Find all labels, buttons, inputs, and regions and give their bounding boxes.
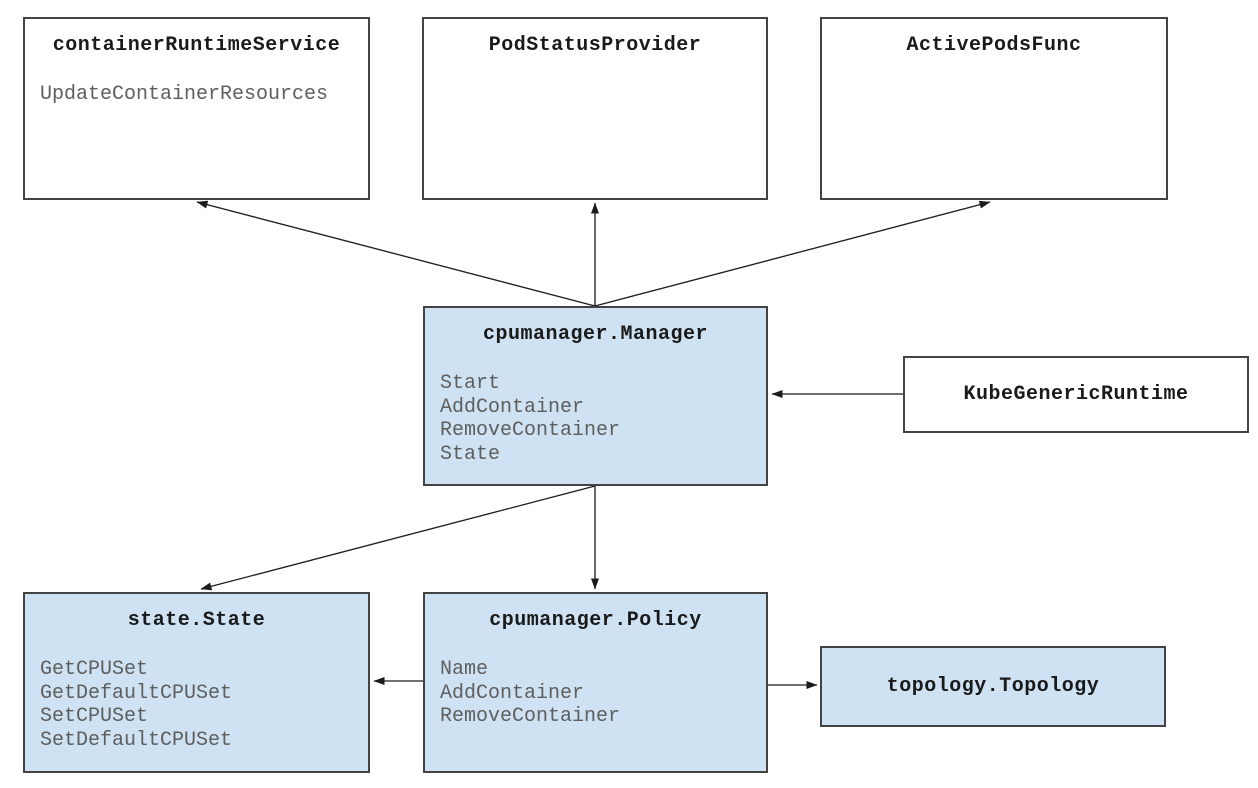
node-title: cpumanager.Policy [489, 609, 702, 632]
node-title: ActivePodsFunc [906, 34, 1082, 57]
method-label: AddContainer [440, 395, 585, 419]
node-kube-generic-runtime: KubeGenericRuntime [903, 356, 1249, 433]
node-title: state.State [127, 609, 266, 632]
node-methods: Name AddContainer RemoveContainer [425, 658, 766, 729]
method-label: SetDefaultCPUSet [40, 728, 233, 752]
arrow-manager-to-active-pods-func [594, 200, 991, 307]
node-title: PodStatusProvider [488, 34, 702, 57]
method-label: AddContainer [440, 681, 585, 705]
node-title: topology.Topology [886, 674, 1100, 698]
node-title: cpumanager.Manager [482, 323, 709, 346]
node-methods: GetCPUSet GetDefaultCPUSet SetCPUSet Set… [25, 658, 368, 752]
node-topology-topology: topology.Topology [820, 646, 1166, 727]
node-methods: UpdateContainerResources [25, 83, 368, 107]
node-cpumanager-policy: cpumanager.Policy Name AddContainer Remo… [423, 592, 768, 773]
node-title: containerRuntimeService [52, 34, 341, 57]
method-label: RemoveContainer [440, 705, 621, 728]
method-label: GetCPUSet [40, 658, 149, 681]
node-container-runtime-service: containerRuntimeService UpdateContainerR… [23, 17, 370, 200]
node-methods: Start AddContainer RemoveContainer State [425, 372, 766, 466]
node-state-state: state.State GetCPUSet GetDefaultCPUSet S… [23, 592, 370, 773]
arrow-manager-to-state-state [200, 485, 596, 591]
method-label: State [440, 442, 501, 466]
method-label: RemoveContainer [440, 419, 621, 442]
arrow-manager-to-container-runtime-service [196, 200, 596, 307]
node-title: KubeGenericRuntime [963, 382, 1189, 406]
method-label: SetCPUSet [40, 705, 149, 728]
method-label: UpdateContainerResources [40, 83, 329, 106]
method-label: GetDefaultCPUSet [40, 681, 233, 705]
node-cpumanager-manager: cpumanager.Manager Start AddContainer Re… [423, 306, 768, 486]
node-pod-status-provider: PodStatusProvider [422, 17, 768, 200]
method-label: Name [440, 658, 489, 681]
method-label: Start [440, 372, 501, 395]
node-active-pods-func: ActivePodsFunc [820, 17, 1168, 200]
